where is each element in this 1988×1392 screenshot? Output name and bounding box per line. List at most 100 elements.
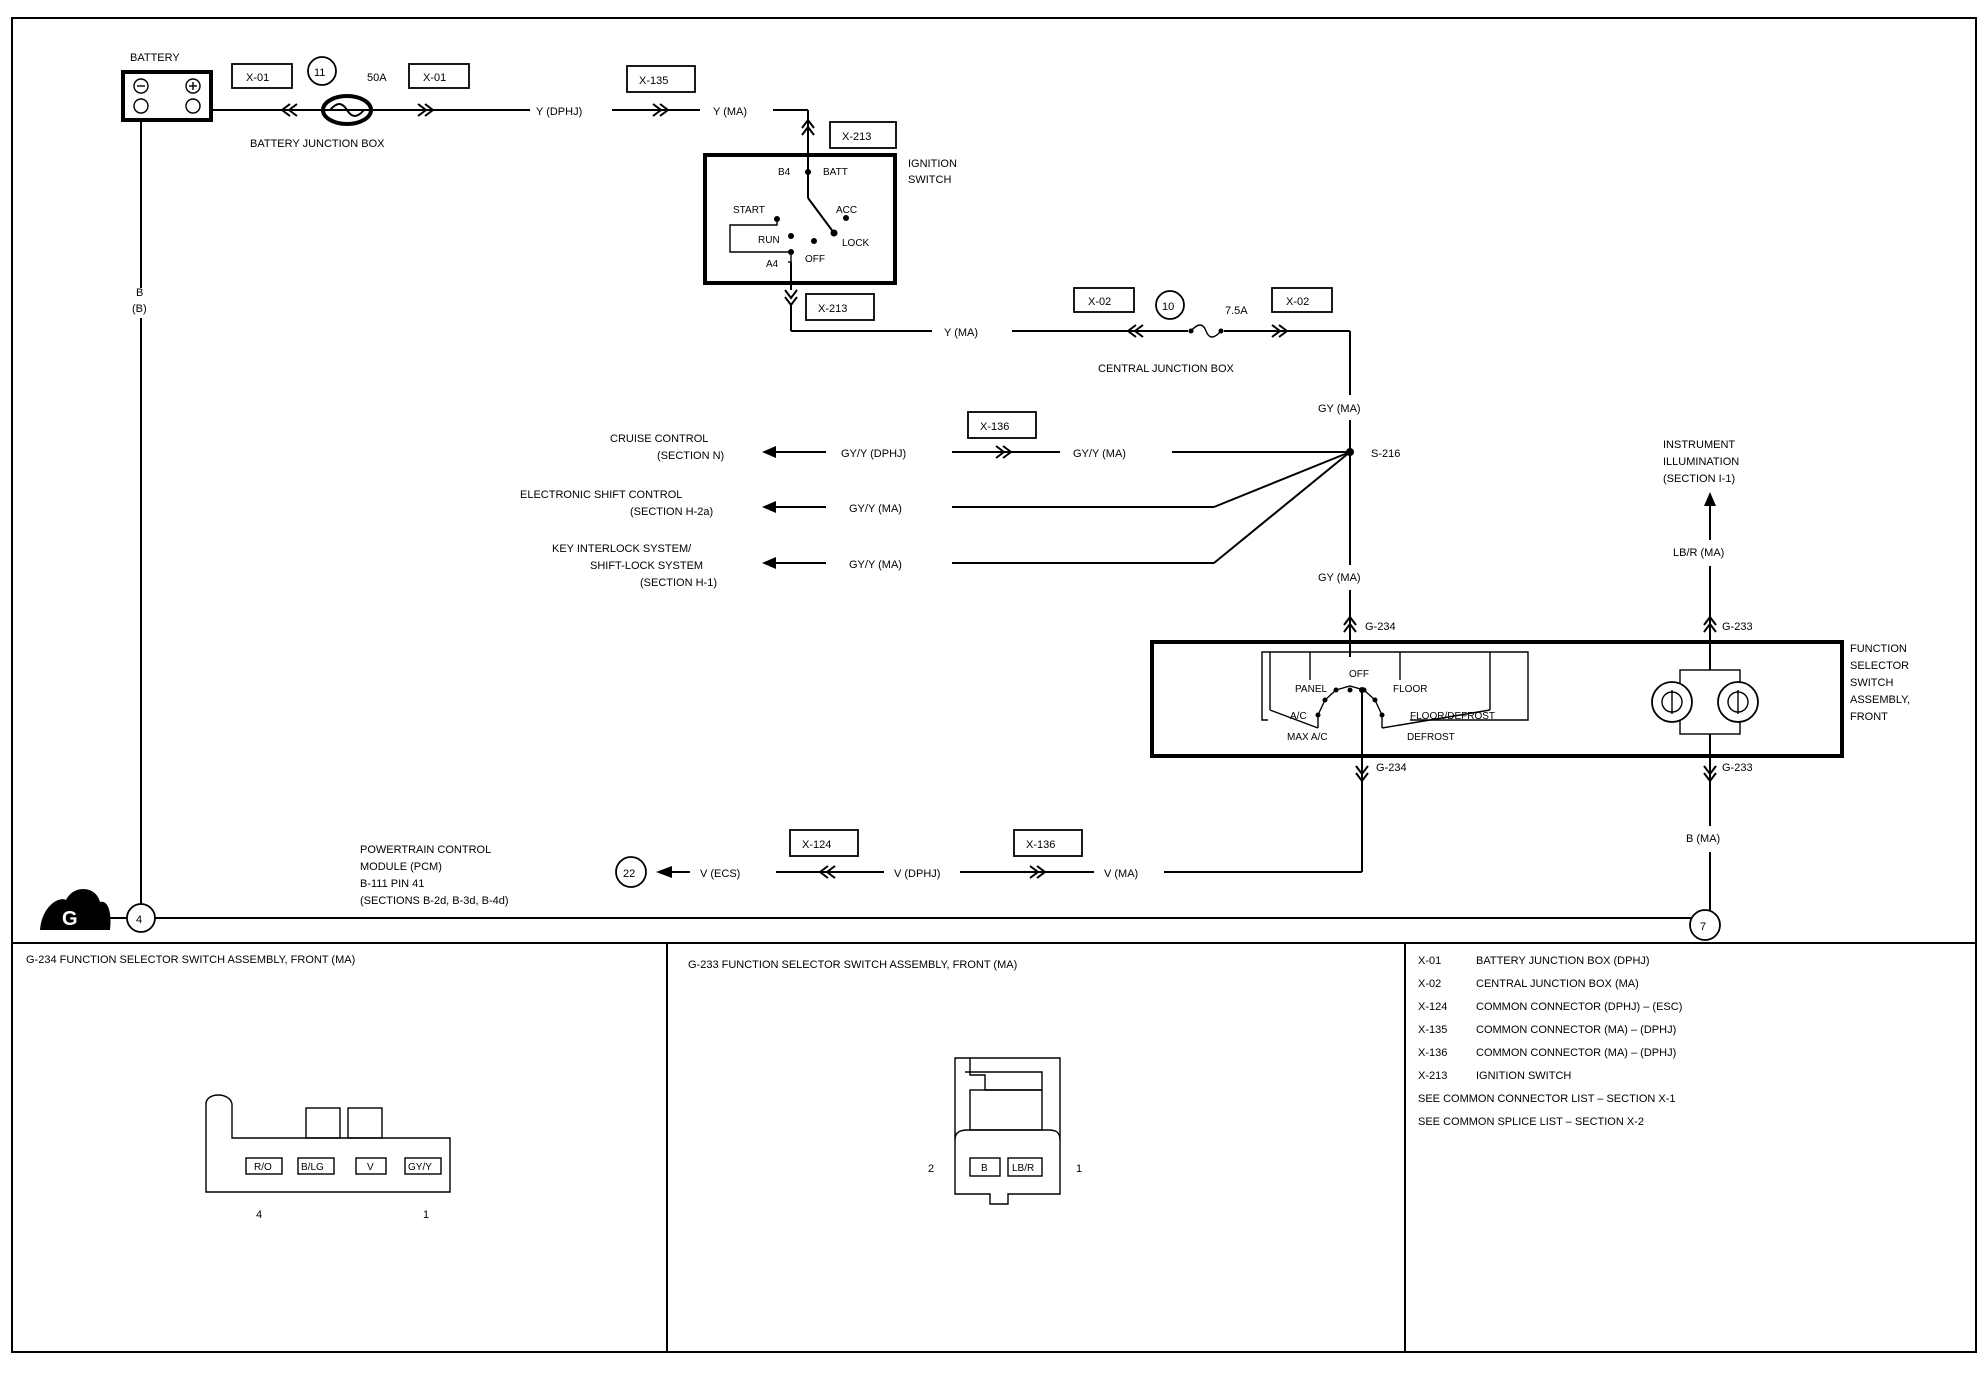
svg-text:LB/R (MA): LB/R (MA) xyxy=(1673,547,1724,559)
wire-ignition-to-cjb: X-213 Y (MA) X-02 10 7.5A X-02 CENTRAL J… xyxy=(784,287,1361,565)
ground-symbol: G xyxy=(40,888,111,930)
svg-text:ELECTRONIC SHIFT CONTROL: ELECTRONIC SHIFT CONTROL xyxy=(520,489,682,501)
branch-key-interlock: KEY INTERLOCK SYSTEM/ SHIFT-LOCK SYSTEM … xyxy=(552,543,1214,589)
battery-positive-icon xyxy=(185,78,201,94)
svg-text:SWITCH: SWITCH xyxy=(1850,677,1893,689)
battery-ground-wire: B (B) xyxy=(85,120,1691,919)
svg-text:B4: B4 xyxy=(778,167,791,178)
svg-text:22: 22 xyxy=(623,868,635,880)
svg-text:X-124: X-124 xyxy=(802,839,831,851)
svg-text:X-02: X-02 xyxy=(1088,296,1111,308)
svg-text:X-136: X-136 xyxy=(1026,839,1055,851)
connector-x02-right xyxy=(1271,287,1333,313)
svg-text:R/O: R/O xyxy=(254,1162,272,1173)
wire-y-to-ignition: Y (DPHJ) X-135 Y (MA) X-213 xyxy=(536,65,897,170)
svg-text:B-111 PIN 41: B-111 PIN 41 xyxy=(360,878,424,890)
fuse-10-rating: 7.5A xyxy=(1225,305,1248,317)
svg-text:(SECTION H-1): (SECTION H-1) xyxy=(640,577,717,589)
svg-text:SHIFT-LOCK SYSTEM: SHIFT-LOCK SYSTEM xyxy=(590,560,703,572)
svg-text:GY/Y (MA): GY/Y (MA) xyxy=(849,503,902,515)
connector-x213-bottom xyxy=(805,293,875,321)
svg-text:MODULE (PCM): MODULE (PCM) xyxy=(360,861,442,873)
svg-text:(SECTIONS B-2d, B-3d, B-4d): (SECTIONS B-2d, B-3d, B-4d) xyxy=(360,895,509,907)
diagram-frame xyxy=(11,17,1977,1353)
svg-text:LB/R: LB/R xyxy=(1012,1163,1034,1174)
list-code: X-02 xyxy=(1418,978,1441,990)
connector-x01-right xyxy=(408,63,470,89)
svg-text:V (ECS): V (ECS) xyxy=(700,868,740,880)
connector-x213-top xyxy=(829,121,897,149)
wire-label-b: B xyxy=(136,287,143,299)
svg-text:1: 1 xyxy=(1076,1163,1082,1175)
svg-text:G-234: G-234 xyxy=(1365,621,1396,633)
svg-text:V: V xyxy=(367,1162,374,1173)
svg-text:X-136: X-136 xyxy=(980,421,1009,433)
fuse-11-rating: 50A xyxy=(367,72,387,84)
svg-text:DEFROST: DEFROST xyxy=(1407,732,1455,743)
list-code: X-124 xyxy=(1418,1001,1447,1013)
connector-x01-left xyxy=(231,63,293,89)
instrument-illumination: INSTRUMENT ILLUMINATION (SECTION I-1) LB… xyxy=(1663,439,1753,642)
wire-v-to-pcm: G-234 V (MA) X-136 V (DPHJ) X-124 V (ECS… xyxy=(360,756,1407,907)
legend-g233: G-233 FUNCTION SELECTOR SWITCH ASSEMBLY,… xyxy=(688,959,1082,1205)
svg-text:FRONT: FRONT xyxy=(1850,711,1888,723)
svg-text:(SECTION N): (SECTION N) xyxy=(657,450,724,462)
svg-text:OFF: OFF xyxy=(1349,669,1369,680)
legend-g234: G-234 FUNCTION SELECTOR SWITCH ASSEMBLY,… xyxy=(26,954,451,1221)
fuse-50a-icon xyxy=(321,94,373,126)
list-code: X-213 xyxy=(1418,1070,1447,1082)
battery-junction-box-label: BATTERY JUNCTION BOX xyxy=(250,138,385,150)
svg-text:B/LG: B/LG xyxy=(301,1162,324,1173)
ref-22-badge xyxy=(615,856,647,888)
svg-text:OFF: OFF xyxy=(805,254,825,265)
list-desc: CENTRAL JUNCTION BOX (MA) xyxy=(1476,978,1639,990)
svg-text:CRUISE CONTROL: CRUISE CONTROL xyxy=(610,433,708,445)
svg-text:Y (MA): Y (MA) xyxy=(713,106,747,118)
central-junction-box-label: CENTRAL JUNCTION BOX xyxy=(1098,363,1235,375)
see-connector-list: SEE COMMON CONNECTOR LIST – SECTION X-1 xyxy=(1418,1093,1676,1105)
fuse-11-badge xyxy=(307,56,337,86)
svg-text:G-234: G-234 xyxy=(1376,762,1407,774)
connector-x02-left xyxy=(1073,287,1135,313)
svg-text:START: START xyxy=(733,205,765,216)
svg-text:G-234 FUNCTION SELECTOR SWITC: G-234 FUNCTION SELECTOR SWITCH ASSEMBLY,… xyxy=(26,954,355,966)
svg-text:10: 10 xyxy=(1162,301,1174,313)
svg-text:X-213: X-213 xyxy=(842,131,871,143)
list-code: X-01 xyxy=(1418,955,1441,967)
svg-text:LOCK: LOCK xyxy=(842,238,870,249)
svg-text:(SECTION H-2a): (SECTION H-2a) xyxy=(630,506,713,518)
branch-electronic-shift-control: ELECTRONIC SHIFT CONTROL (SECTION H-2a) … xyxy=(520,489,1214,518)
ground-label: G xyxy=(62,908,78,930)
svg-text:Y (DPHJ): Y (DPHJ) xyxy=(536,106,582,118)
svg-text:7: 7 xyxy=(1700,921,1706,933)
svg-text:FUNCTION: FUNCTION xyxy=(1850,643,1907,655)
fuse-7-5a-icon xyxy=(1190,324,1222,338)
svg-text:GY (MA): GY (MA) xyxy=(1318,403,1361,415)
battery: BATTERY xyxy=(121,52,213,122)
svg-text:POWERTRAIN CONTROL: POWERTRAIN CONTROL xyxy=(360,844,491,856)
connector-x136-bottom xyxy=(1013,829,1083,857)
svg-text:BATT: BATT xyxy=(823,167,848,178)
battery-label: BATTERY xyxy=(130,52,180,64)
list-desc: BATTERY JUNCTION BOX (DPHJ) xyxy=(1476,955,1650,967)
list-desc: COMMON CONNECTOR (MA) – (DPHJ) xyxy=(1476,1024,1676,1036)
svg-text:B (MA): B (MA) xyxy=(1686,833,1720,845)
list-desc: COMMON CONNECTOR (DPHJ) – (ESC) xyxy=(1476,1001,1682,1013)
svg-text:Y (MA): Y (MA) xyxy=(944,327,978,339)
svg-text:X-135: X-135 xyxy=(639,75,668,87)
connector-x124 xyxy=(789,829,859,857)
svg-text:4: 4 xyxy=(136,914,142,926)
svg-text:A/C: A/C xyxy=(1290,711,1307,722)
ignition-switch: IGNITION SWITCH B4 BATT START ACC RUN LO… xyxy=(703,153,957,290)
connector-g233-outline xyxy=(954,1057,1061,1205)
connector-g234-outline xyxy=(205,1094,451,1193)
function-selector-switch: FUNCTION SELECTOR SWITCH ASSEMBLY, FRONT… xyxy=(1150,640,1910,758)
connector-x135 xyxy=(626,65,696,93)
svg-text:B: B xyxy=(981,1163,988,1174)
svg-text:GY/Y (MA): GY/Y (MA) xyxy=(849,559,902,571)
list-desc: IGNITION SWITCH xyxy=(1476,1070,1571,1082)
ground-node-7: 7 xyxy=(1689,909,1721,941)
svg-text:GY (MA): GY (MA) xyxy=(1318,572,1361,584)
svg-text:4: 4 xyxy=(256,1209,262,1221)
